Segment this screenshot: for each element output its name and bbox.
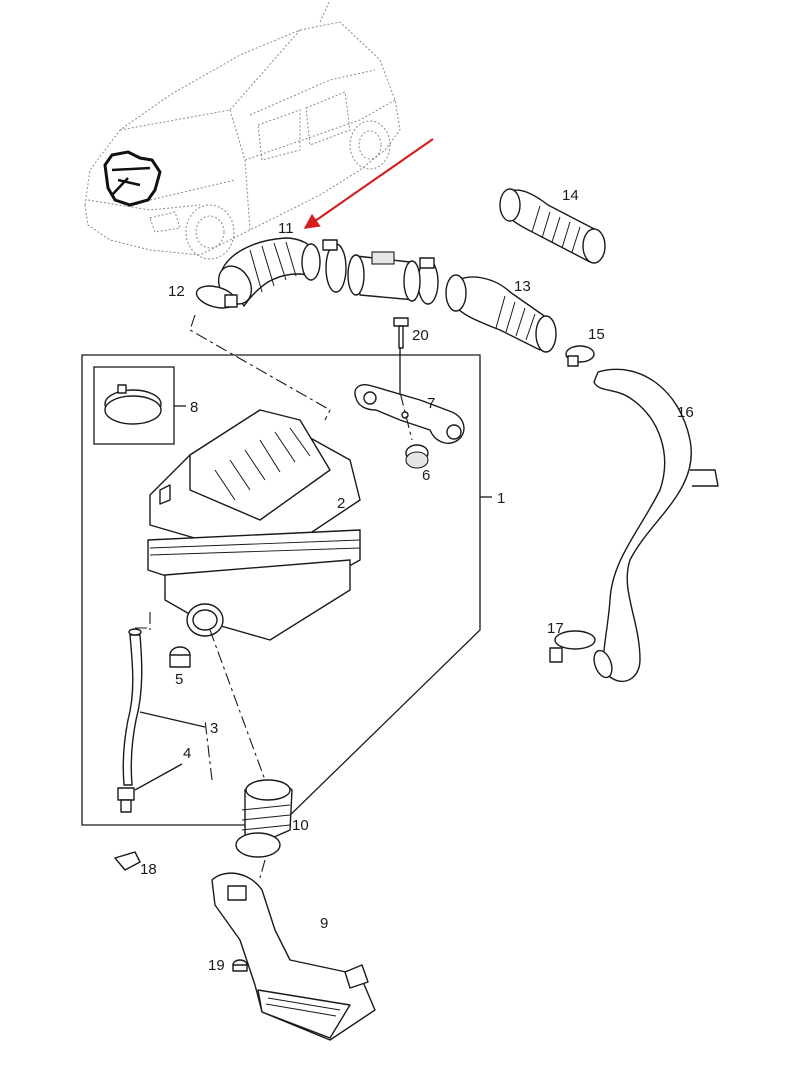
location-arrow <box>303 138 434 229</box>
callout-3: 3 <box>210 720 218 737</box>
callout-13: 13 <box>514 278 531 295</box>
part-18-clip <box>114 851 141 871</box>
part-12-clamp <box>195 285 238 309</box>
callout-2: 2 <box>337 495 345 512</box>
callout-17: 17 <box>547 620 564 637</box>
callout-5: 5 <box>175 671 183 688</box>
callout-12: 12 <box>168 283 185 300</box>
assembly-lines <box>135 314 413 879</box>
callout-14: 14 <box>562 187 579 204</box>
callout-20: 20 <box>412 327 429 344</box>
part-20-bolt <box>393 317 409 349</box>
part-6-grommet <box>405 444 429 469</box>
engine-bay-highlight-icon <box>103 150 162 207</box>
airflow-sensor <box>347 251 421 302</box>
part-17-clamp <box>549 630 596 663</box>
part-19-nut <box>232 959 248 972</box>
car-silhouette <box>84 0 401 260</box>
callout-1: 1 <box>497 490 505 507</box>
callout-10: 10 <box>292 817 309 834</box>
callout-16: 16 <box>677 404 694 421</box>
part-16-long-hose <box>593 368 719 683</box>
part-13-turbo-hose <box>445 274 557 353</box>
part-9-intake-duct <box>211 872 376 1041</box>
callout-11: 11 <box>278 220 294 237</box>
part-5-fitting <box>169 646 191 668</box>
callout-6: 6 <box>422 467 430 484</box>
part-15-clamp <box>565 345 595 367</box>
part-3-drain-hose <box>122 628 143 786</box>
callout-labels: 1 2 3 4 5 6 7 8 9 10 11 12 13 14 15 16 1… <box>140 187 694 974</box>
callout-19: 19 <box>208 957 225 974</box>
part-14-intercooler-hose <box>499 188 606 264</box>
callout-8: 8 <box>190 399 198 416</box>
callout-18: 18 <box>140 861 157 878</box>
part-7-bracket <box>354 384 465 444</box>
callout-4: 4 <box>183 745 191 762</box>
part-2-airbox <box>147 409 361 641</box>
part-4-valve <box>117 787 135 813</box>
leader-lines <box>134 348 492 791</box>
part-10-bellows <box>235 779 293 858</box>
callout-15: 15 <box>588 326 605 343</box>
part-8-inset <box>93 366 175 445</box>
airbox-frame <box>81 354 481 826</box>
callout-9: 9 <box>320 915 328 932</box>
hose-clamps-upper <box>322 239 439 305</box>
callout-7: 7 <box>427 395 435 412</box>
